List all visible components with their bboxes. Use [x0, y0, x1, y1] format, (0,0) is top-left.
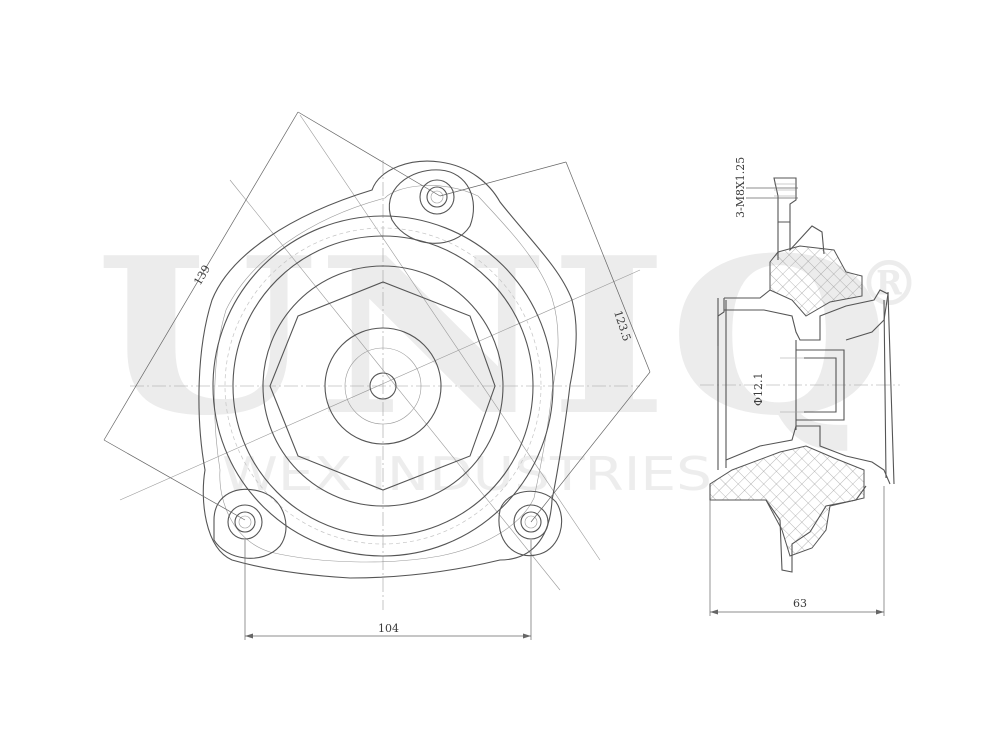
top-stud [773, 177, 825, 260]
outer-wall [717, 291, 895, 485]
bolt-hole-right [513, 504, 549, 540]
bolt-lug-left [213, 488, 287, 559]
flange-outline [198, 160, 577, 579]
boss-circle-small [344, 347, 422, 425]
side-view: Φ12.1 3-M8X1.25 63 [700, 157, 900, 616]
thread-callout-label: 3-M8X1.25 [734, 157, 747, 218]
center-hub [780, 340, 845, 430]
thread-callout: 3-M8X1.25 [734, 157, 798, 218]
center-bore [369, 372, 397, 400]
outer-ring [212, 215, 554, 557]
dimension-side-height: 63 [709, 486, 885, 616]
bolt-lug-right [498, 490, 563, 557]
front-view-centerlines [119, 114, 641, 610]
lower-rubber-section [709, 445, 865, 557]
bolt-circle [224, 227, 542, 545]
watermark: UNIQ ® WEX INDUSTRIES [95, 210, 920, 501]
boss-circle-large [262, 265, 504, 507]
bolt-hole-top [419, 179, 455, 215]
lower-plate [709, 425, 891, 573]
upper-rubber-section [769, 245, 863, 317]
boss-circle-mid [324, 327, 442, 445]
front-view: 104 139 123.5 [103, 111, 651, 640]
dimension-side-height-label: 63 [793, 597, 807, 610]
dimension-width-label: 104 [378, 622, 399, 635]
dimension-width: 104 [244, 540, 532, 640]
hex-boss [269, 281, 496, 491]
bolt-hole-left [227, 504, 263, 540]
bolt-lug-top [388, 169, 474, 244]
ring-inner [232, 235, 534, 537]
bore-diameter-label: Φ12.1 [752, 372, 765, 406]
